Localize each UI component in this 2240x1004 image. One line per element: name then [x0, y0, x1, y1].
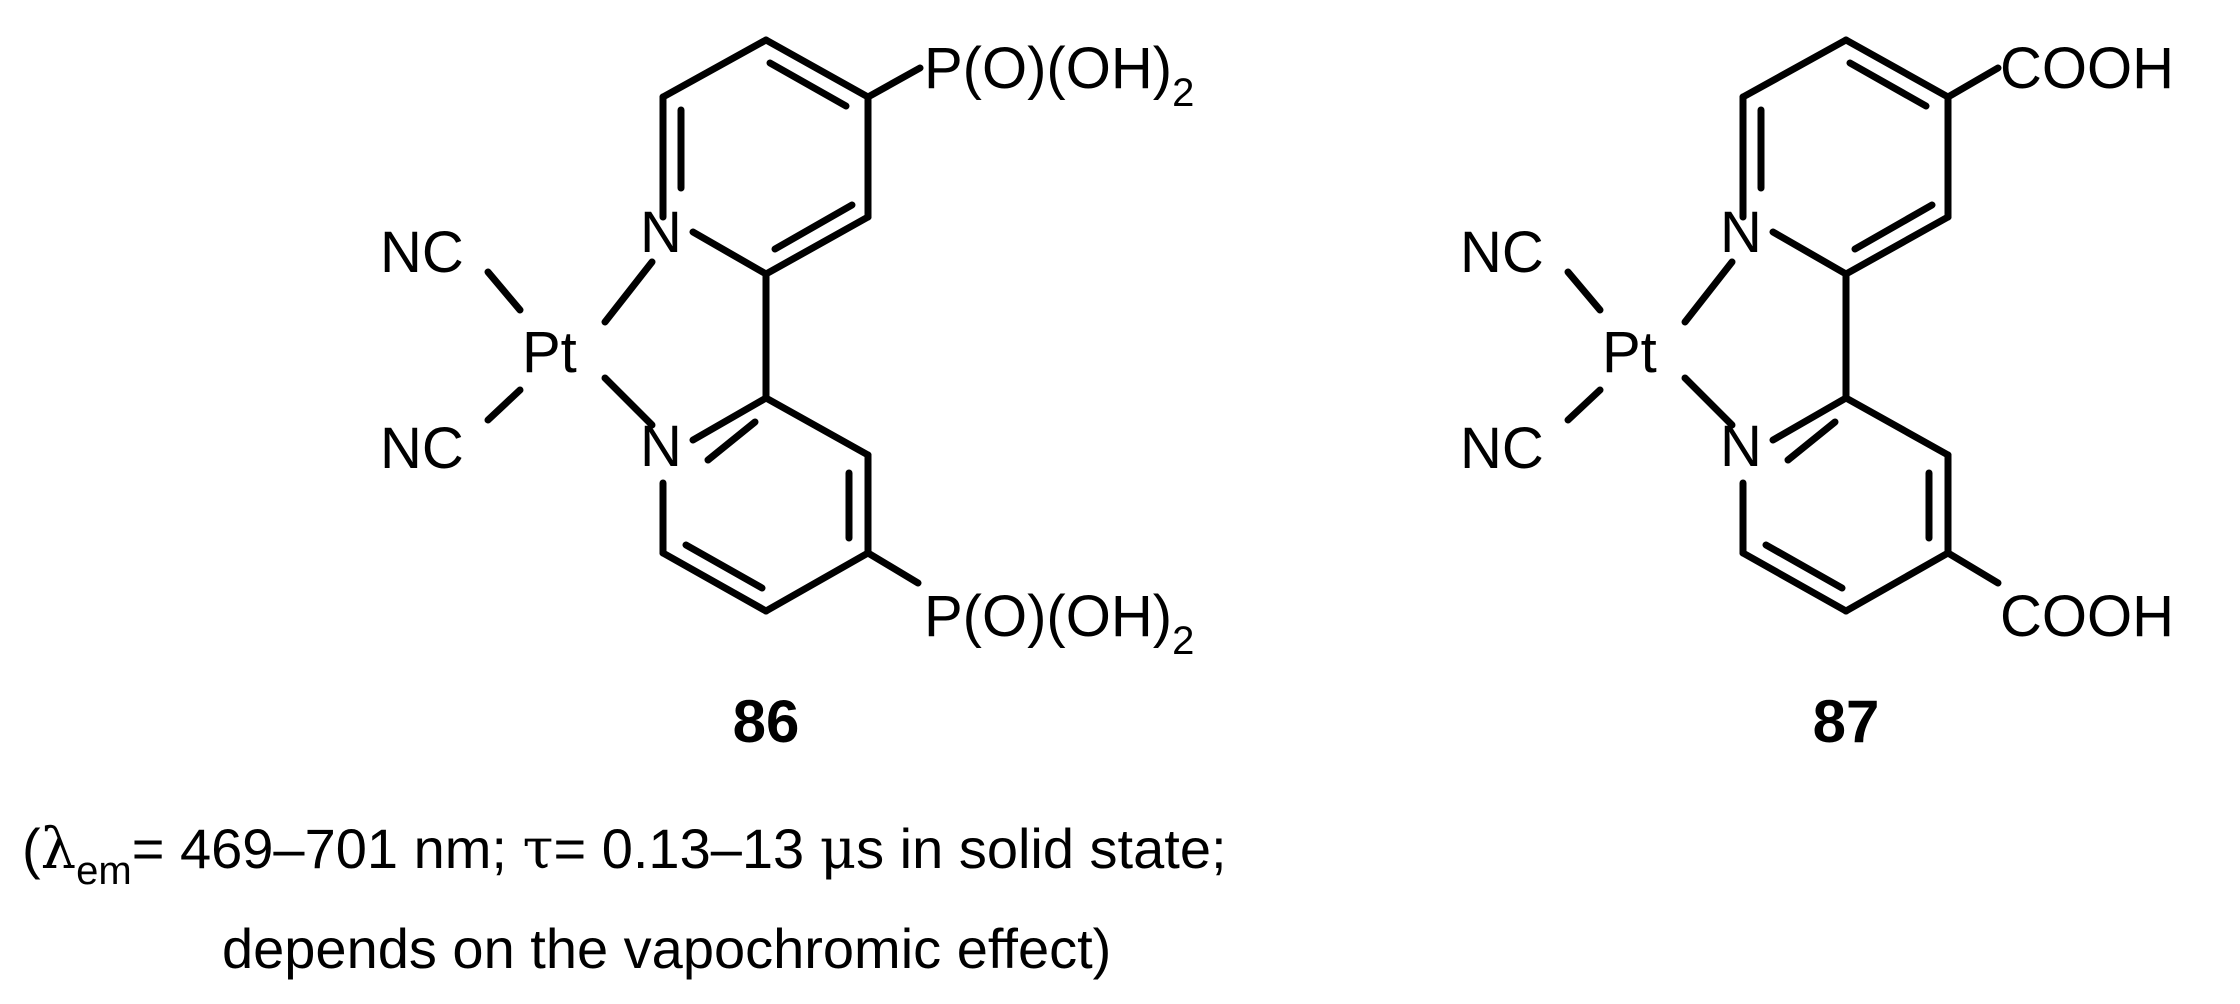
caption-lambda-symbol: λ — [41, 817, 77, 882]
compound-86-bonds — [484, 36, 924, 615]
compound-86-n-top: N — [640, 200, 682, 265]
caption-solid-state-text: s in solid state; — [856, 817, 1226, 880]
compound-86-label: 86 — [733, 688, 800, 755]
compound-87-bonds — [1564, 36, 2002, 615]
caption-lambda-subscript: em — [76, 849, 132, 893]
compound-86-phosphonic-bottom-index: 2 — [1172, 619, 1194, 663]
compound-86-phosphonic-top: P(O)(OH)2 — [924, 36, 1194, 115]
compound-86-structure: NC NC Pt N N P(O)(OH)2 P(O)(OH)2 86 — [380, 36, 1194, 755]
caption-open-paren: ( — [22, 817, 41, 880]
compound-87-structure: NC NC Pt N N COOH COOH 87 — [1460, 36, 2174, 755]
compound-87-n-top: N — [1720, 200, 1762, 265]
compound-87-carboxyl-bottom: COOH — [2000, 584, 2174, 649]
compound-86-phosphonic-top-main: P(O)(OH) — [924, 36, 1172, 101]
compound-86-nc-top: NC — [380, 220, 464, 285]
compound-87-nc-top: NC — [1460, 220, 1544, 285]
compound-86-nc-bottom: NC — [380, 416, 464, 481]
compound-86-phosphonic-bottom-main: P(O)(OH) — [924, 584, 1172, 649]
caption-emission-range: = 469–701 nm; — [132, 817, 523, 880]
caption: (λem= 469–701 nm; τ= 0.13–13 μs in solid… — [22, 817, 1227, 980]
compound-87-nc-bottom: NC — [1460, 416, 1544, 481]
compound-87-label: 87 — [1813, 688, 1880, 755]
compound-87-pt-atom: Pt — [1602, 320, 1657, 385]
caption-line-1: (λem= 469–701 nm; τ= 0.13–13 μs in solid… — [22, 817, 1227, 893]
compound-87-carboxyl-top: COOH — [2000, 36, 2174, 101]
compound-86-n-bottom: N — [640, 414, 682, 479]
compound-86-phosphonic-bottom: P(O)(OH)2 — [924, 584, 1194, 663]
caption-lifetime-range: = 0.13–13 — [553, 817, 819, 880]
compound-87-n-bottom: N — [1720, 414, 1762, 479]
caption-tau-symbol: τ — [522, 817, 553, 882]
compound-86-pt-atom: Pt — [522, 320, 577, 385]
compound-86-phosphonic-top-index: 2 — [1172, 71, 1194, 115]
caption-line-2: depends on the vapochromic effect) — [222, 917, 1111, 980]
caption-mu-symbol: μ — [820, 817, 856, 882]
